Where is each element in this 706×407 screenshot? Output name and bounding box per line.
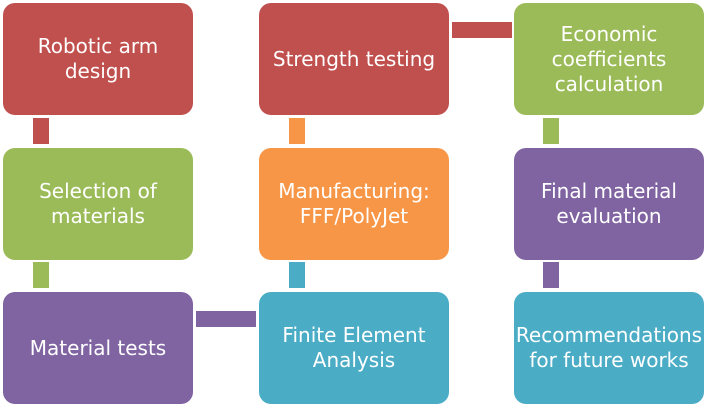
step-label-line: Finite Element xyxy=(282,323,426,347)
step-label-line: coefficients xyxy=(551,46,667,71)
step-strength-testing: Strength testing xyxy=(259,3,449,115)
step-selection-of-materials: Selection of materials xyxy=(3,148,193,260)
connector-6 xyxy=(452,22,512,38)
step-robotic-arm-design: Robotic arm design xyxy=(3,3,193,115)
step-label-line: design xyxy=(64,59,132,83)
step-label-line: Final material xyxy=(541,179,677,203)
connector-8 xyxy=(543,262,559,288)
connector-4 xyxy=(289,262,305,288)
step-material-tests: Material tests xyxy=(3,292,193,404)
connector-1 xyxy=(33,118,49,144)
step-final-material-evaluation: Final material evaluation xyxy=(514,148,704,260)
step-label-line: calculation xyxy=(554,71,664,96)
step-recommendations-for-future-works: Recommendations for future works xyxy=(514,292,704,404)
step-finite-element-analysis: Finite Element Analysis xyxy=(259,292,449,404)
step-label-line: Manufacturing: xyxy=(278,179,430,203)
step-label-line: for future works xyxy=(529,348,689,372)
step-label-line: Economic xyxy=(560,21,658,46)
step-label-line: Robotic arm xyxy=(37,34,159,58)
connector-3 xyxy=(196,311,256,327)
step-label-line: Selection of xyxy=(39,179,157,203)
step-label-line: Analysis xyxy=(312,348,396,372)
step-label-line: Material tests xyxy=(29,335,167,360)
connector-2 xyxy=(33,262,49,288)
step-label-line: evaluation xyxy=(556,204,662,228)
connector-5 xyxy=(289,118,305,144)
step-economic-coefficients-calculation: Economic coefficients calculation xyxy=(514,3,704,115)
step-label-line: materials xyxy=(51,204,145,228)
step-manufacturing: Manufacturing: FFF/PolyJet xyxy=(259,148,449,260)
step-label-line: Strength testing xyxy=(272,46,436,71)
connector-7 xyxy=(543,118,559,144)
step-label-line: FFF/PolyJet xyxy=(299,204,409,228)
step-label-line: Recommendations xyxy=(515,323,703,347)
